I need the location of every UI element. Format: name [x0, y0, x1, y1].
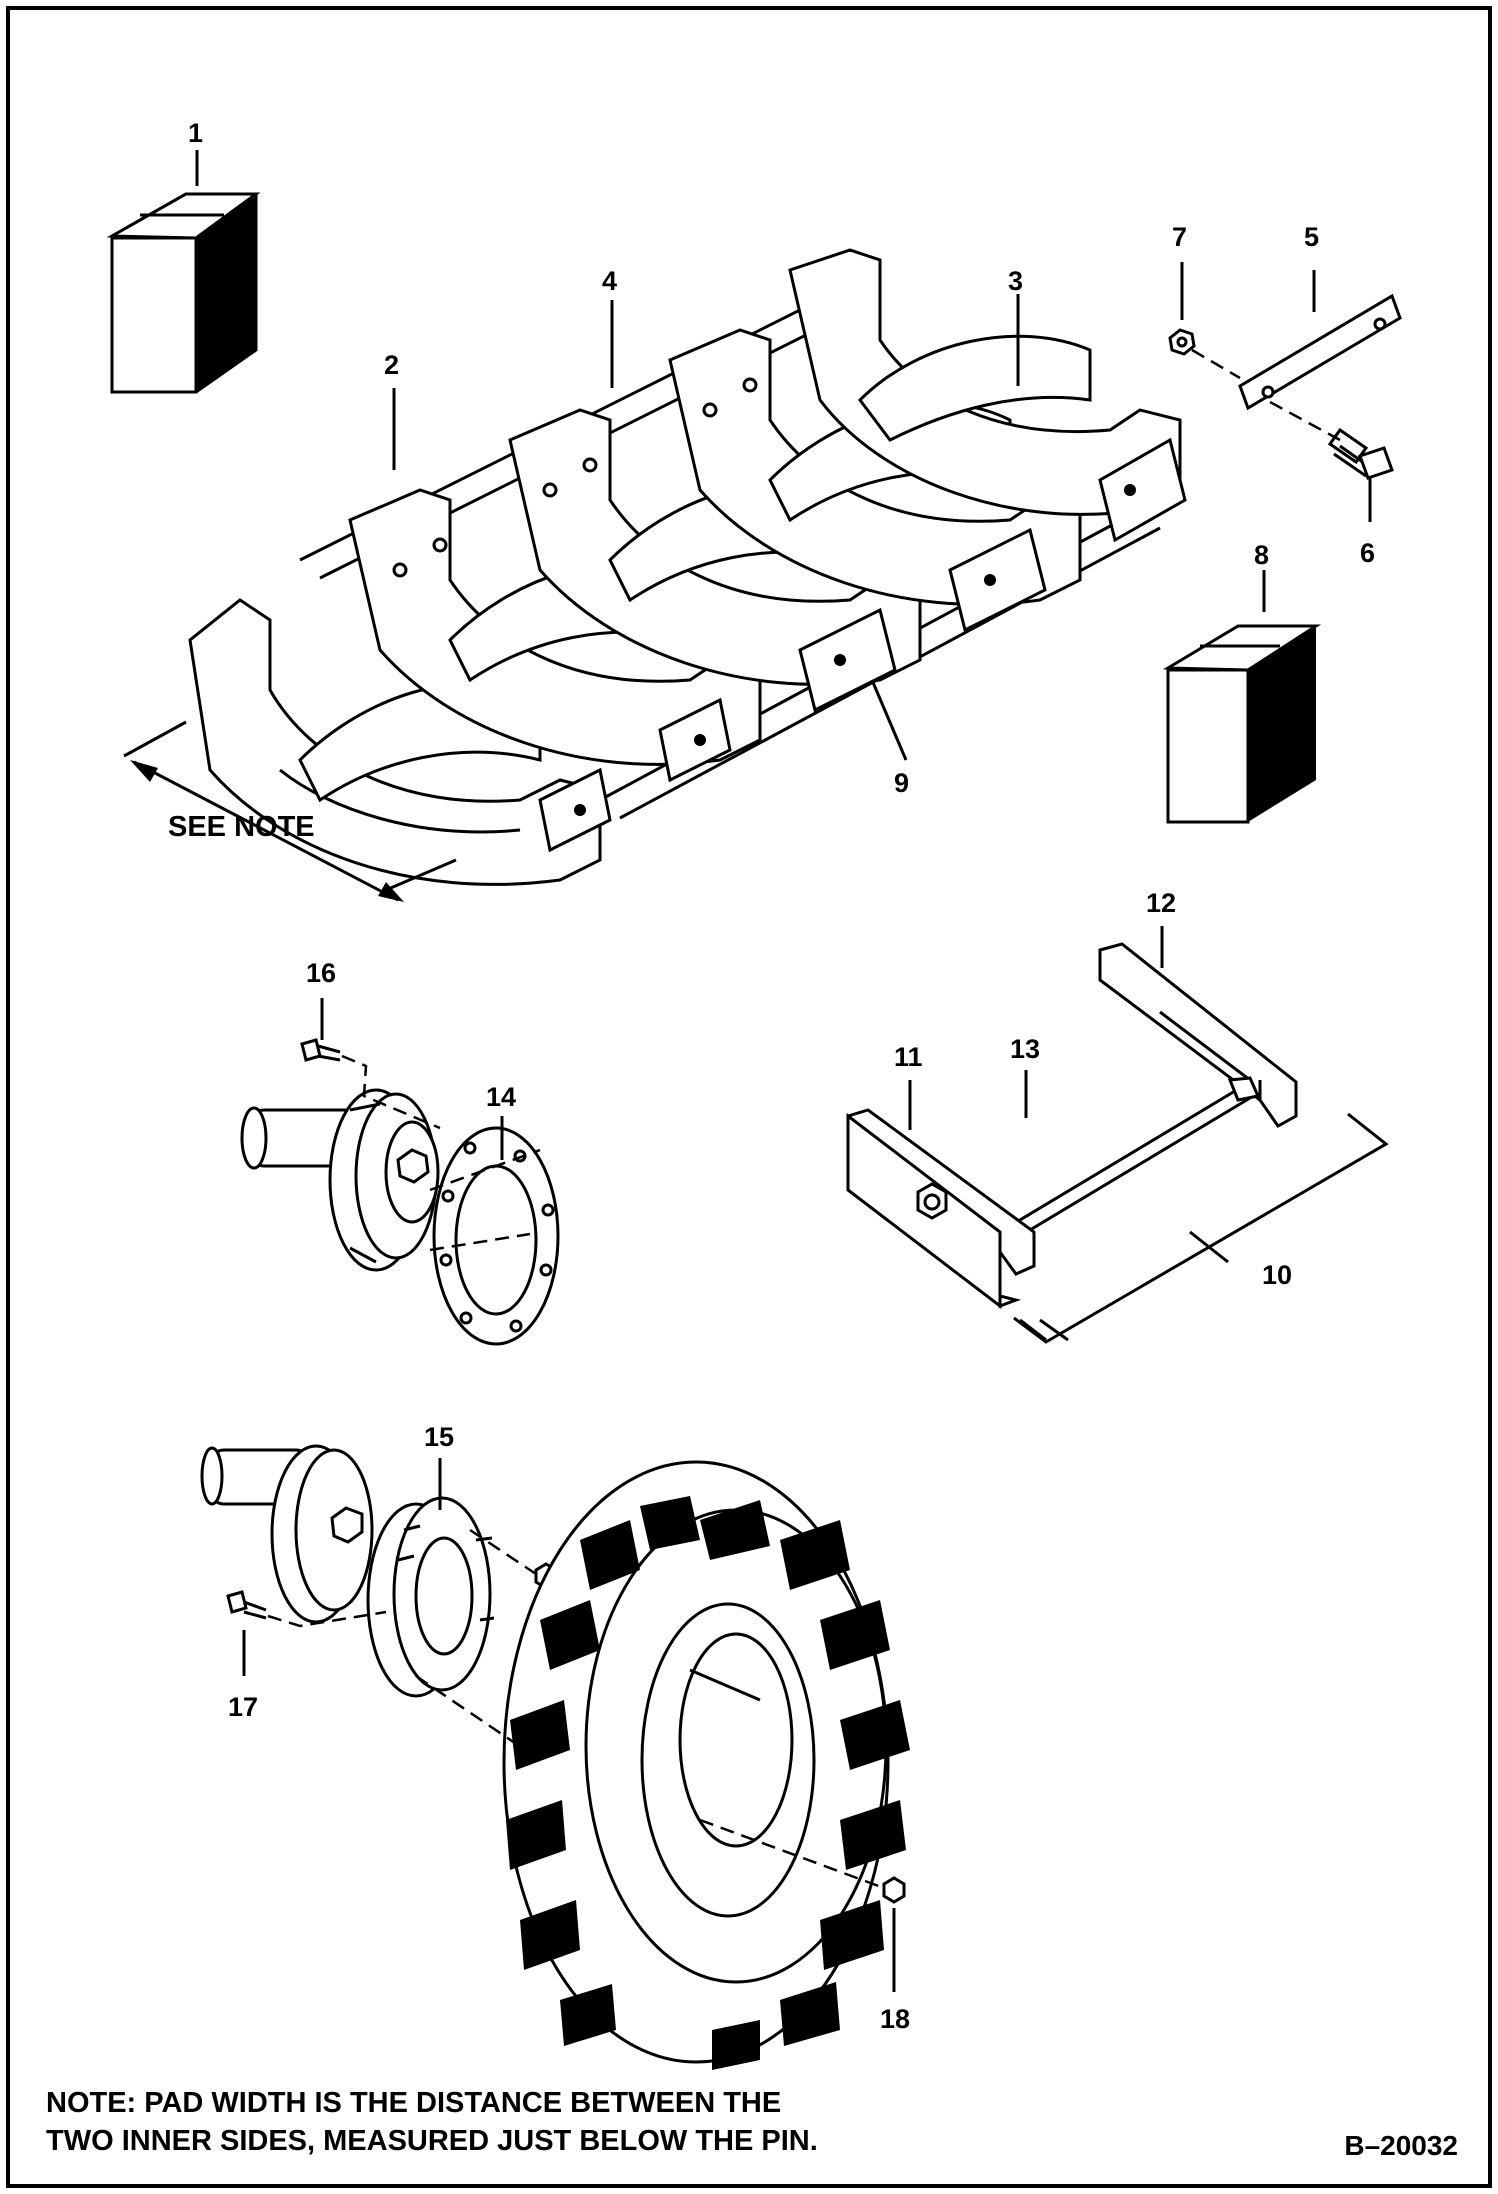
callout-7: 7: [1172, 222, 1187, 252]
callout-12: 12: [1146, 888, 1176, 918]
link-plate: [1238, 293, 1402, 411]
callout-17: 17: [228, 1692, 258, 1722]
callout-9: 9: [894, 768, 909, 798]
chain-link-plates: [538, 437, 1187, 853]
track-assembly: [188, 248, 1187, 886]
dimension-line: [123, 720, 457, 902]
hub-bolt-lower: [226, 1590, 267, 1620]
note-line-1: NOTE: PAD WIDTH IS THE DISTANCE BETWEEN …: [46, 2087, 782, 2119]
see-note-label: SEE NOTE: [168, 811, 315, 843]
counterweight-block-right: [1162, 624, 1322, 824]
callout-8: 8: [1254, 540, 1269, 570]
callout-4: 4: [602, 266, 617, 296]
track-pad: [788, 248, 1182, 516]
wheel-spacer: [366, 1496, 495, 1698]
callout-5: 5: [1304, 222, 1319, 252]
callout-3: 3: [1008, 266, 1023, 296]
bolt: [1327, 427, 1394, 480]
tractor-tire: [502, 1460, 910, 2070]
leader-lines: [195, 150, 1372, 1992]
callout-numbers: 1 2 3 4 5 6 7 8 9 10 11 12 13 14 15 16 1…: [168, 118, 1375, 2034]
hub-bolt-upper: [300, 1038, 341, 1062]
lug-nut-tire: [882, 1876, 906, 1904]
axle-hub-upper: [240, 1088, 440, 1272]
hex-nut: [1168, 328, 1196, 356]
adapter-ring: [432, 1126, 560, 1346]
callout-16: 16: [306, 958, 336, 988]
callout-14: 14: [486, 1082, 516, 1112]
callout-10: 10: [1262, 1260, 1292, 1290]
callout-13: 13: [1010, 1034, 1040, 1064]
callout-1: 1: [188, 118, 203, 148]
pad-width-note: NOTE: PAD WIDTH IS THE DISTANCE BETWEEN …: [46, 2084, 1046, 2160]
callout-15: 15: [424, 1422, 454, 1452]
axle-hub-lower: [200, 1444, 374, 1624]
note-line-2: TWO INNER SIDES, MEASURED JUST BELOW THE…: [46, 2125, 818, 2157]
counterweight-block-top: [106, 192, 261, 394]
spacer-assembly: [846, 942, 1389, 1344]
callout-18: 18: [880, 2004, 910, 2034]
callout-11: 11: [894, 1042, 923, 1072]
drawing-number: B–20032: [1344, 2130, 1458, 2161]
page-border: [6, 6, 1492, 2188]
callout-2: 2: [384, 350, 399, 380]
callout-6: 6: [1360, 538, 1375, 568]
